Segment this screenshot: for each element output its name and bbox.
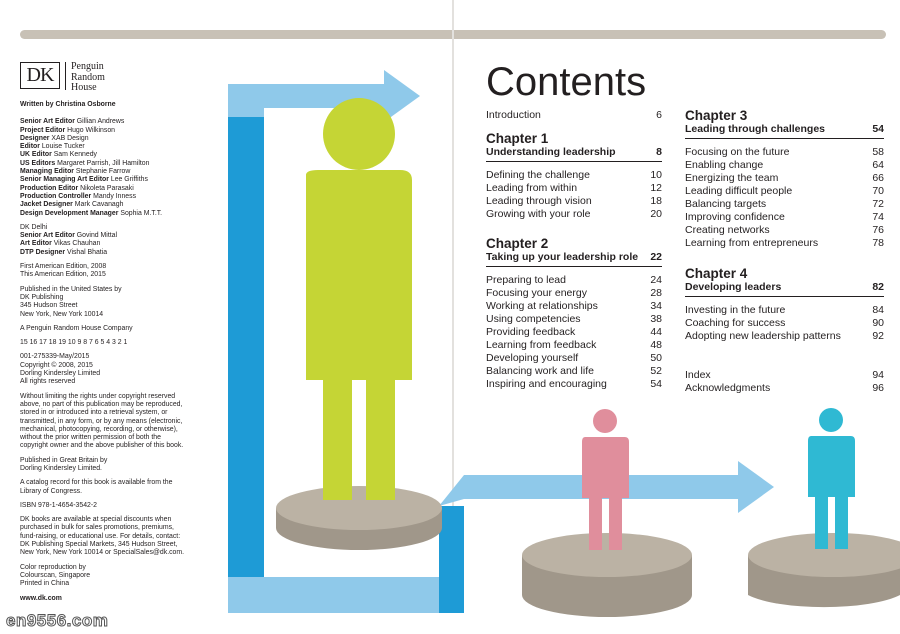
penguin-random-house-logo: Penguin Random House (71, 61, 105, 94)
site-watermark: en9556.com (5, 611, 109, 631)
credit-line: Designer XAB Design (20, 134, 89, 142)
delhi-heading: DK Delhi (20, 223, 48, 231)
middle-vertical-bar (439, 506, 464, 613)
special-sales: DK books are available at special discou… (20, 516, 185, 557)
logo-divider (65, 62, 66, 90)
chapter-2-block: Chapter 2 Taking up your leadership role… (486, 236, 662, 391)
credit-line: Jacket Designer Mark Cavanagh (20, 201, 124, 209)
credit-line: Senior Art Editor Gillian Andrews (20, 118, 125, 126)
credit-line: US Editors Margaret Parrish, Jill Hamilt… (20, 159, 150, 167)
prh-line: Penguin (71, 61, 104, 72)
credit-line: Production Editor Nikoleta Parasaki (20, 184, 134, 192)
credit-line: Production Controller Mandy Inness (20, 192, 137, 200)
credit-line: Project Editor Hugo Wilkinson (20, 126, 115, 134)
pink-figure (582, 409, 629, 550)
delhi-credits: DK Delhi Senior Art Editor Govind Mittal… (20, 224, 210, 257)
chapter-number: Chapter 4 (685, 266, 748, 281)
credit-line: UK Editor Sam Kennedy (20, 151, 97, 159)
chapter-number: Chapter 3 (685, 108, 748, 123)
middle-pedestal (522, 533, 692, 617)
publisher-logo: DK Penguin Random House (20, 61, 210, 96)
page-gutter (452, 0, 454, 612)
credit-line: Design Development Manager Sophia M.T.T. (20, 209, 163, 217)
credit-line: Editor Louise Tucker (20, 143, 85, 151)
dk-logo: DK (20, 62, 60, 89)
credit-line: DTP Designer Vishal Bhatia (20, 248, 108, 256)
credits-list: Senior Art Editor Gillian Andrews Projec… (20, 118, 210, 218)
chapter-number: Chapter 1 (486, 131, 549, 146)
credit-line: Senior Managing Art Editor Lee Griffiths (20, 176, 148, 184)
credit-line: Senior Art Editor Govind Mittal (20, 232, 118, 240)
website-link[interactable]: www.dk.com (20, 594, 62, 602)
bottom-horizontal-bar (228, 577, 464, 613)
author-credit: Written by Christina Osborne (20, 101, 116, 108)
left-vertical-bar (228, 117, 264, 577)
credit-line: Art Editor Vikas Chauhan (20, 240, 101, 248)
prh-line: House (71, 82, 97, 93)
rights-notice: Without limiting the rights under copyri… (20, 392, 184, 450)
isbn: ISBN 978-1-4654-3542-2 (20, 501, 97, 509)
company-line: A Penguin Random House Company (20, 324, 133, 332)
contents-title: Contents (486, 60, 647, 104)
catalog-record: A catalog record for this book is availa… (20, 479, 173, 495)
left-vertical-bar-top-cap (228, 84, 264, 117)
large-figure (306, 98, 412, 500)
cyan-figure (808, 408, 855, 549)
print-numbers: 15 16 17 18 19 10 9 8 7 6 5 4 3 2 1 (20, 339, 128, 347)
imprint-column: DK Penguin Random House Written by Chris… (20, 61, 210, 603)
credit-line: Managing Editor Stephanie Farrow (20, 168, 131, 176)
right-pedestal (748, 533, 900, 608)
chapter-number: Chapter 2 (486, 236, 549, 251)
prh-line: Random (71, 71, 105, 83)
large-pedestal (276, 486, 442, 550)
